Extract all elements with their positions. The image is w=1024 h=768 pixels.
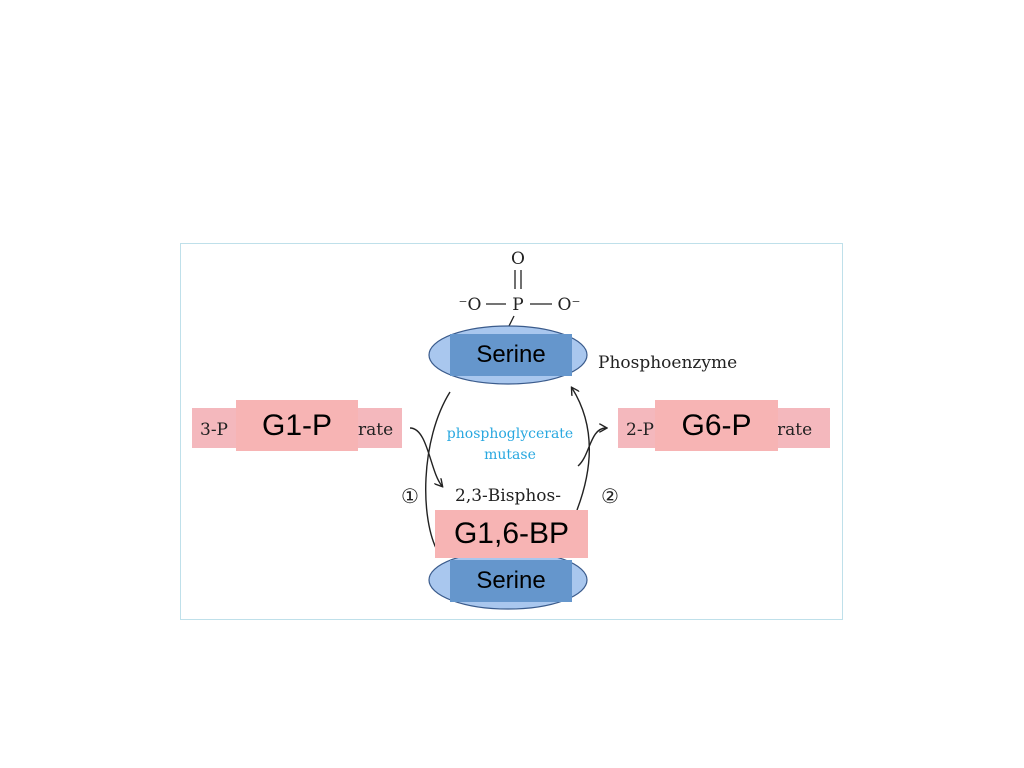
right-cycle-arrow bbox=[572, 388, 590, 511]
right-substrate-text-end: rate bbox=[777, 420, 812, 440]
g6p-label: G6-P bbox=[681, 408, 752, 442]
g6p-overlay: G6-P bbox=[655, 400, 778, 451]
serine-label-top: Serine bbox=[476, 341, 546, 368]
intermediate-text: 2,3-Bisphos- bbox=[455, 486, 561, 506]
phosphoenzyme-label: Phosphoenzyme bbox=[598, 353, 737, 373]
step-1-marker: ① bbox=[401, 484, 419, 508]
phosphate-phosphorus: P bbox=[512, 295, 523, 315]
product-out-arrow bbox=[577, 428, 606, 467]
g1p-overlay: G1-P bbox=[236, 400, 358, 451]
serine-box-top: Serine bbox=[450, 334, 572, 376]
g16bp-label: G1,6-BP bbox=[453, 517, 570, 550]
left-cycle-arrow bbox=[425, 391, 451, 553]
catalyst-name-line2: mutase bbox=[484, 447, 536, 463]
right-substrate-text-start: 2-P bbox=[626, 420, 654, 440]
g1p-label: G1-P bbox=[261, 408, 333, 442]
left-substrate-text-end: rate bbox=[358, 420, 393, 440]
phosphate-oxygen-top: O bbox=[511, 249, 525, 269]
phosphate-oxygen-right: O⁻ bbox=[558, 295, 581, 315]
serine-box-bottom: Serine bbox=[450, 560, 572, 602]
left-substrate-text-start: 3-P bbox=[200, 420, 228, 440]
phosphate-oxygen-left: ⁻O bbox=[459, 295, 482, 315]
serine-label-bottom: Serine bbox=[476, 567, 546, 594]
g16bp-overlay: G1,6-BP bbox=[435, 510, 588, 558]
catalyst-name-line1: phosphoglycerate bbox=[447, 426, 573, 442]
step-2-marker: ② bbox=[601, 484, 619, 508]
substrate-in-arrow bbox=[409, 427, 442, 486]
